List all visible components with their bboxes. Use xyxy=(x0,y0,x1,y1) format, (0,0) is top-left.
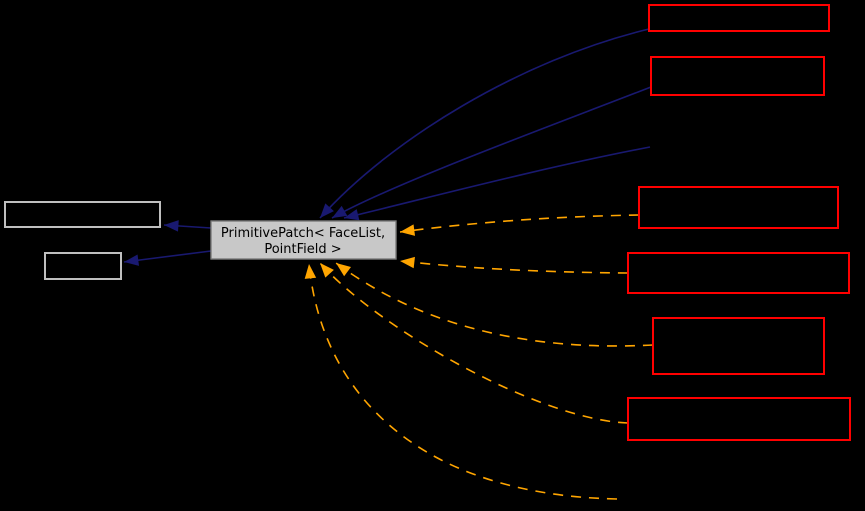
edge-inheritance-from-offscreen xyxy=(343,146,651,221)
edge-template-from-instance-3 xyxy=(335,262,654,347)
edge-inheritance-from-derived-2 xyxy=(331,86,652,219)
node-center-box xyxy=(210,220,397,260)
edge-template-from-instance-4 xyxy=(319,262,629,424)
node-instance-1[interactable] xyxy=(638,186,839,229)
node-instance-4[interactable] xyxy=(627,397,851,441)
center-label-line2: PointField > xyxy=(264,242,341,257)
node-derived-2[interactable] xyxy=(650,56,825,96)
edge-template-from-instance-2 xyxy=(399,256,629,274)
node-center-primitivepatch: PrimitivePatch< FaceList, PointField > xyxy=(210,220,397,260)
node-instance-2[interactable] xyxy=(627,252,850,294)
center-label-line1: PrimitivePatch< FaceList, xyxy=(221,226,385,241)
node-base-1[interactable] xyxy=(4,201,161,228)
node-instance-3[interactable] xyxy=(652,317,825,375)
edge-inheritance-to-base-2 xyxy=(123,250,212,266)
edge-inheritance-to-base-1 xyxy=(163,220,212,232)
node-derived-1[interactable] xyxy=(648,4,830,32)
edge-template-from-offscreen xyxy=(304,263,618,500)
node-base-2[interactable] xyxy=(44,252,122,280)
edge-inheritance-from-derived-1 xyxy=(319,28,650,219)
